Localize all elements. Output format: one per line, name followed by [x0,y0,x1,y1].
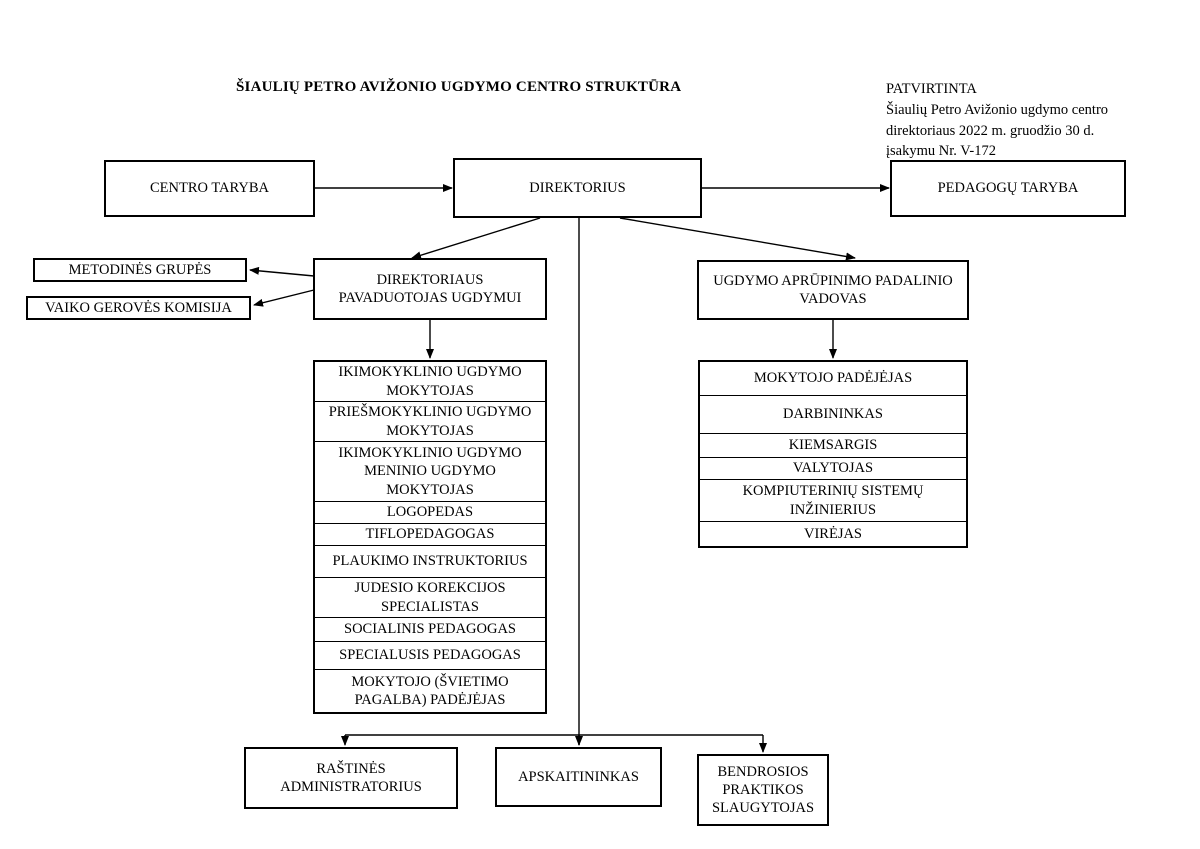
list-item[interactable]: DARBININKAS [700,396,966,434]
node-ugdymo-aprupinimo-padalinio-vadovas[interactable]: UGDYMO APRŪPINIMO PADALINIO VADOVAS [697,260,969,320]
list-item[interactable]: IKIMOKYKLINIO UGDYMO MENINIO UGDYMO MOKY… [315,442,545,502]
node-rastines-administratorius[interactable]: RAŠTINĖS ADMINISTRATORIUS [244,747,458,809]
node-metodines-grupes[interactable]: METODINĖS GRUPĖS [33,258,247,282]
support-staff-stack: MOKYTOJO PADĖJĖJAS DARBININKAS KIEMSARGI… [698,360,968,548]
list-item[interactable]: LOGOPEDAS [315,502,545,524]
list-item[interactable]: SPECIALUSIS PEDAGOGAS [315,642,545,670]
node-direktorius[interactable]: DIREKTORIUS [453,158,702,218]
list-item[interactable]: JUDESIO KOREKCIJOS SPECIALISTAS [315,578,545,618]
node-vaiko-geroves-komisija[interactable]: VAIKO GEROVĖS KOMISIJA [26,296,251,320]
pedagogic-staff-stack: IKIMOKYKLINIO UGDYMO MOKYTOJAS PRIEŠMOKY… [313,360,547,714]
node-direktoriaus-pavaduotojas-ugdymui[interactable]: DIREKTORIAUS PAVADUOTOJAS UGDYMUI [313,258,547,320]
list-item[interactable]: PLAUKIMO INSTRUKTORIUS [315,546,545,578]
list-item[interactable]: PRIEŠMOKYKLINIO UGDYMO MOKYTOJAS [315,402,545,442]
list-item[interactable]: VIRĖJAS [803,525,862,542]
page-title: ŠIAULIŲ PETRO AVIŽONIO UGDYMO CENTRO STR… [236,79,682,95]
node-centro-taryba[interactable]: CENTRO TARYBA [104,160,315,217]
list-item[interactable]: VALYTOJAS [700,458,966,480]
approval-text: Šiaulių Petro Avižonio ugdymo centro dir… [886,102,1109,160]
list-item[interactable]: MOKYTOJO PADĖJĖJAS [700,362,966,396]
node-pedagogu-taryba[interactable]: PEDAGOGŲ TARYBA [890,160,1126,217]
node-apskaitininkas[interactable]: APSKAITININKAS [495,747,662,807]
list-item[interactable]: KOMPIUTERINIŲ SISTEMŲ INŽINIERIUS [700,480,966,522]
list-item[interactable]: SOCIALINIS PEDAGOGAS [315,618,545,642]
approval-heading: PATVIRTINTA [886,81,977,97]
list-item[interactable]: KIEMSARGIS [700,434,966,458]
list-item[interactable]: TIFLOPEDAGOGAS [315,524,545,546]
node-bendrosios-praktikos-slaugytojas[interactable]: BENDROSIOS PRAKTIKOS SLAUGYTOJAS [697,754,829,826]
list-item[interactable]: MOKYTOJO (ŠVIETIMO PAGALBA) PADĖJĖJAS [351,673,509,708]
list-item[interactable]: IKIMOKYKLINIO UGDYMO MOKYTOJAS [315,362,545,402]
